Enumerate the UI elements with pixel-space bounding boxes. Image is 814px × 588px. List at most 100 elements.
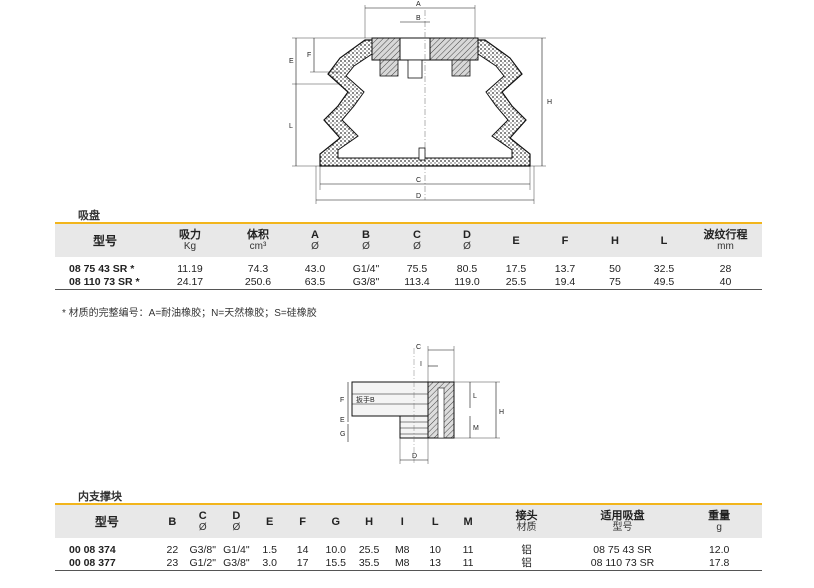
section-divider <box>55 503 762 505</box>
cell: 74.3 <box>247 263 269 275</box>
col-header-e: E <box>253 505 287 538</box>
cell: M8 <box>385 557 419 571</box>
cell: 75 <box>591 276 639 290</box>
cell: G3/8" <box>339 276 393 290</box>
cell: 13 <box>418 557 452 571</box>
col-header-h: H <box>352 505 386 538</box>
cell: 113.4 <box>393 276 441 290</box>
cell: 11.19 <box>177 263 203 275</box>
cell: 28 <box>719 263 732 275</box>
insert-thread <box>399 37 431 61</box>
col-header-l: L <box>418 505 452 538</box>
cell: 250.6 <box>225 276 291 290</box>
col-header-i: I <box>385 505 419 538</box>
cell: 119.0 <box>441 276 493 290</box>
cell-model: 00 08 374 <box>69 544 116 556</box>
suction-cup-drawing: A B C D E F L H <box>289 1 552 204</box>
dim-label-e: E <box>289 58 294 65</box>
col-header-l: L <box>639 224 689 257</box>
cell: 22 <box>166 544 179 556</box>
cell: 63.5 <box>291 276 339 290</box>
col-header-g: G <box>319 505 353 538</box>
table-row: 08 75 43 SR * 11.19 74.3 43.0 G1/4" 75.5… <box>55 263 762 276</box>
cell: 49.5 <box>639 276 689 290</box>
cell: G3/8" <box>219 557 254 571</box>
cell: G1/4" <box>223 544 250 556</box>
dim-label-l: L <box>473 393 477 400</box>
dim-label-e: E <box>340 417 345 424</box>
cell: 40 <box>689 276 762 290</box>
cell: 1.5 <box>262 544 277 556</box>
section-divider <box>55 222 762 224</box>
support-block-drawing: C I F 扳手B E G L M H D <box>340 344 504 464</box>
cell: 50 <box>609 263 621 275</box>
material-footnote: * 材质的完整编号：A=耐油橡胶；N=天然橡胶；S=硅橡胶 <box>62 308 317 319</box>
dim-label-a: A <box>416 1 421 8</box>
cell: 32.5 <box>653 263 675 275</box>
cell: 17.8 <box>676 557 762 571</box>
dim-label-m: M <box>473 425 479 432</box>
cell: G3/8" <box>189 544 216 556</box>
cell: 13.7 <box>554 263 576 275</box>
cell: 17.5 <box>505 263 527 275</box>
cell: 12.0 <box>708 544 730 556</box>
cell: M8 <box>394 544 410 556</box>
col-header-e: E <box>493 224 539 257</box>
section-title-suction-cup: 吸盘 <box>78 210 100 222</box>
cell: G1/4" <box>352 263 380 275</box>
cell: 11 <box>451 557 485 571</box>
section-title-support-block: 内支撑块 <box>78 491 122 503</box>
table-row: 00 08 374 22 G3/8" G1/4" 1.5 14 10.0 25.… <box>55 544 762 557</box>
col-header-h: H <box>591 224 639 257</box>
cell: 08 75 43 SR <box>593 544 652 556</box>
col-header-f: F <box>286 505 320 538</box>
cell: 24.17 <box>155 276 225 290</box>
dim-label-f: F <box>340 397 344 404</box>
cell: 10 <box>429 544 442 556</box>
cell: 19.4 <box>539 276 591 290</box>
cell: 25.5 <box>493 276 539 290</box>
cell-model: 08 75 43 SR * <box>69 263 135 275</box>
col-header-suction-cup-model: 适用吸盘型号 <box>568 505 677 538</box>
bellows-inner <box>337 51 513 159</box>
cell: 43.0 <box>304 263 326 275</box>
cell: 14 <box>296 544 309 556</box>
cell: 10.0 <box>325 544 346 556</box>
cell: 25.5 <box>358 544 380 556</box>
cell-model: 00 08 377 <box>55 557 159 571</box>
cell: 35.5 <box>352 557 386 571</box>
col-header-model: 型号 <box>55 505 159 538</box>
table-row: 00 08 377 23 G1/2" G3/8" 3.0 17 15.5 35.… <box>55 557 762 571</box>
dim-label-c: C <box>416 177 421 184</box>
cell: 80.5 <box>456 263 478 275</box>
cell: 15.5 <box>319 557 353 571</box>
cell: 08 110 73 SR <box>568 557 677 571</box>
cell: 23 <box>158 557 186 571</box>
wrench-label: 扳手B <box>356 395 375 404</box>
dim-label-d: D <box>412 453 417 460</box>
dim-label-d: D <box>416 193 421 200</box>
dim-label-g: G <box>340 431 345 438</box>
cell: 17 <box>286 557 320 571</box>
col-header-fitting-material: 接头材质 <box>484 505 569 538</box>
col-header-f: F <box>539 224 591 257</box>
dim-label-h: H <box>499 409 504 416</box>
cell: 铝 <box>484 557 569 571</box>
cell: 铝 <box>521 544 532 556</box>
dim-label-h: H <box>547 99 552 106</box>
dim-label-i: I <box>420 361 422 368</box>
dim-label-l: L <box>289 123 293 130</box>
cell: 11 <box>462 544 474 556</box>
